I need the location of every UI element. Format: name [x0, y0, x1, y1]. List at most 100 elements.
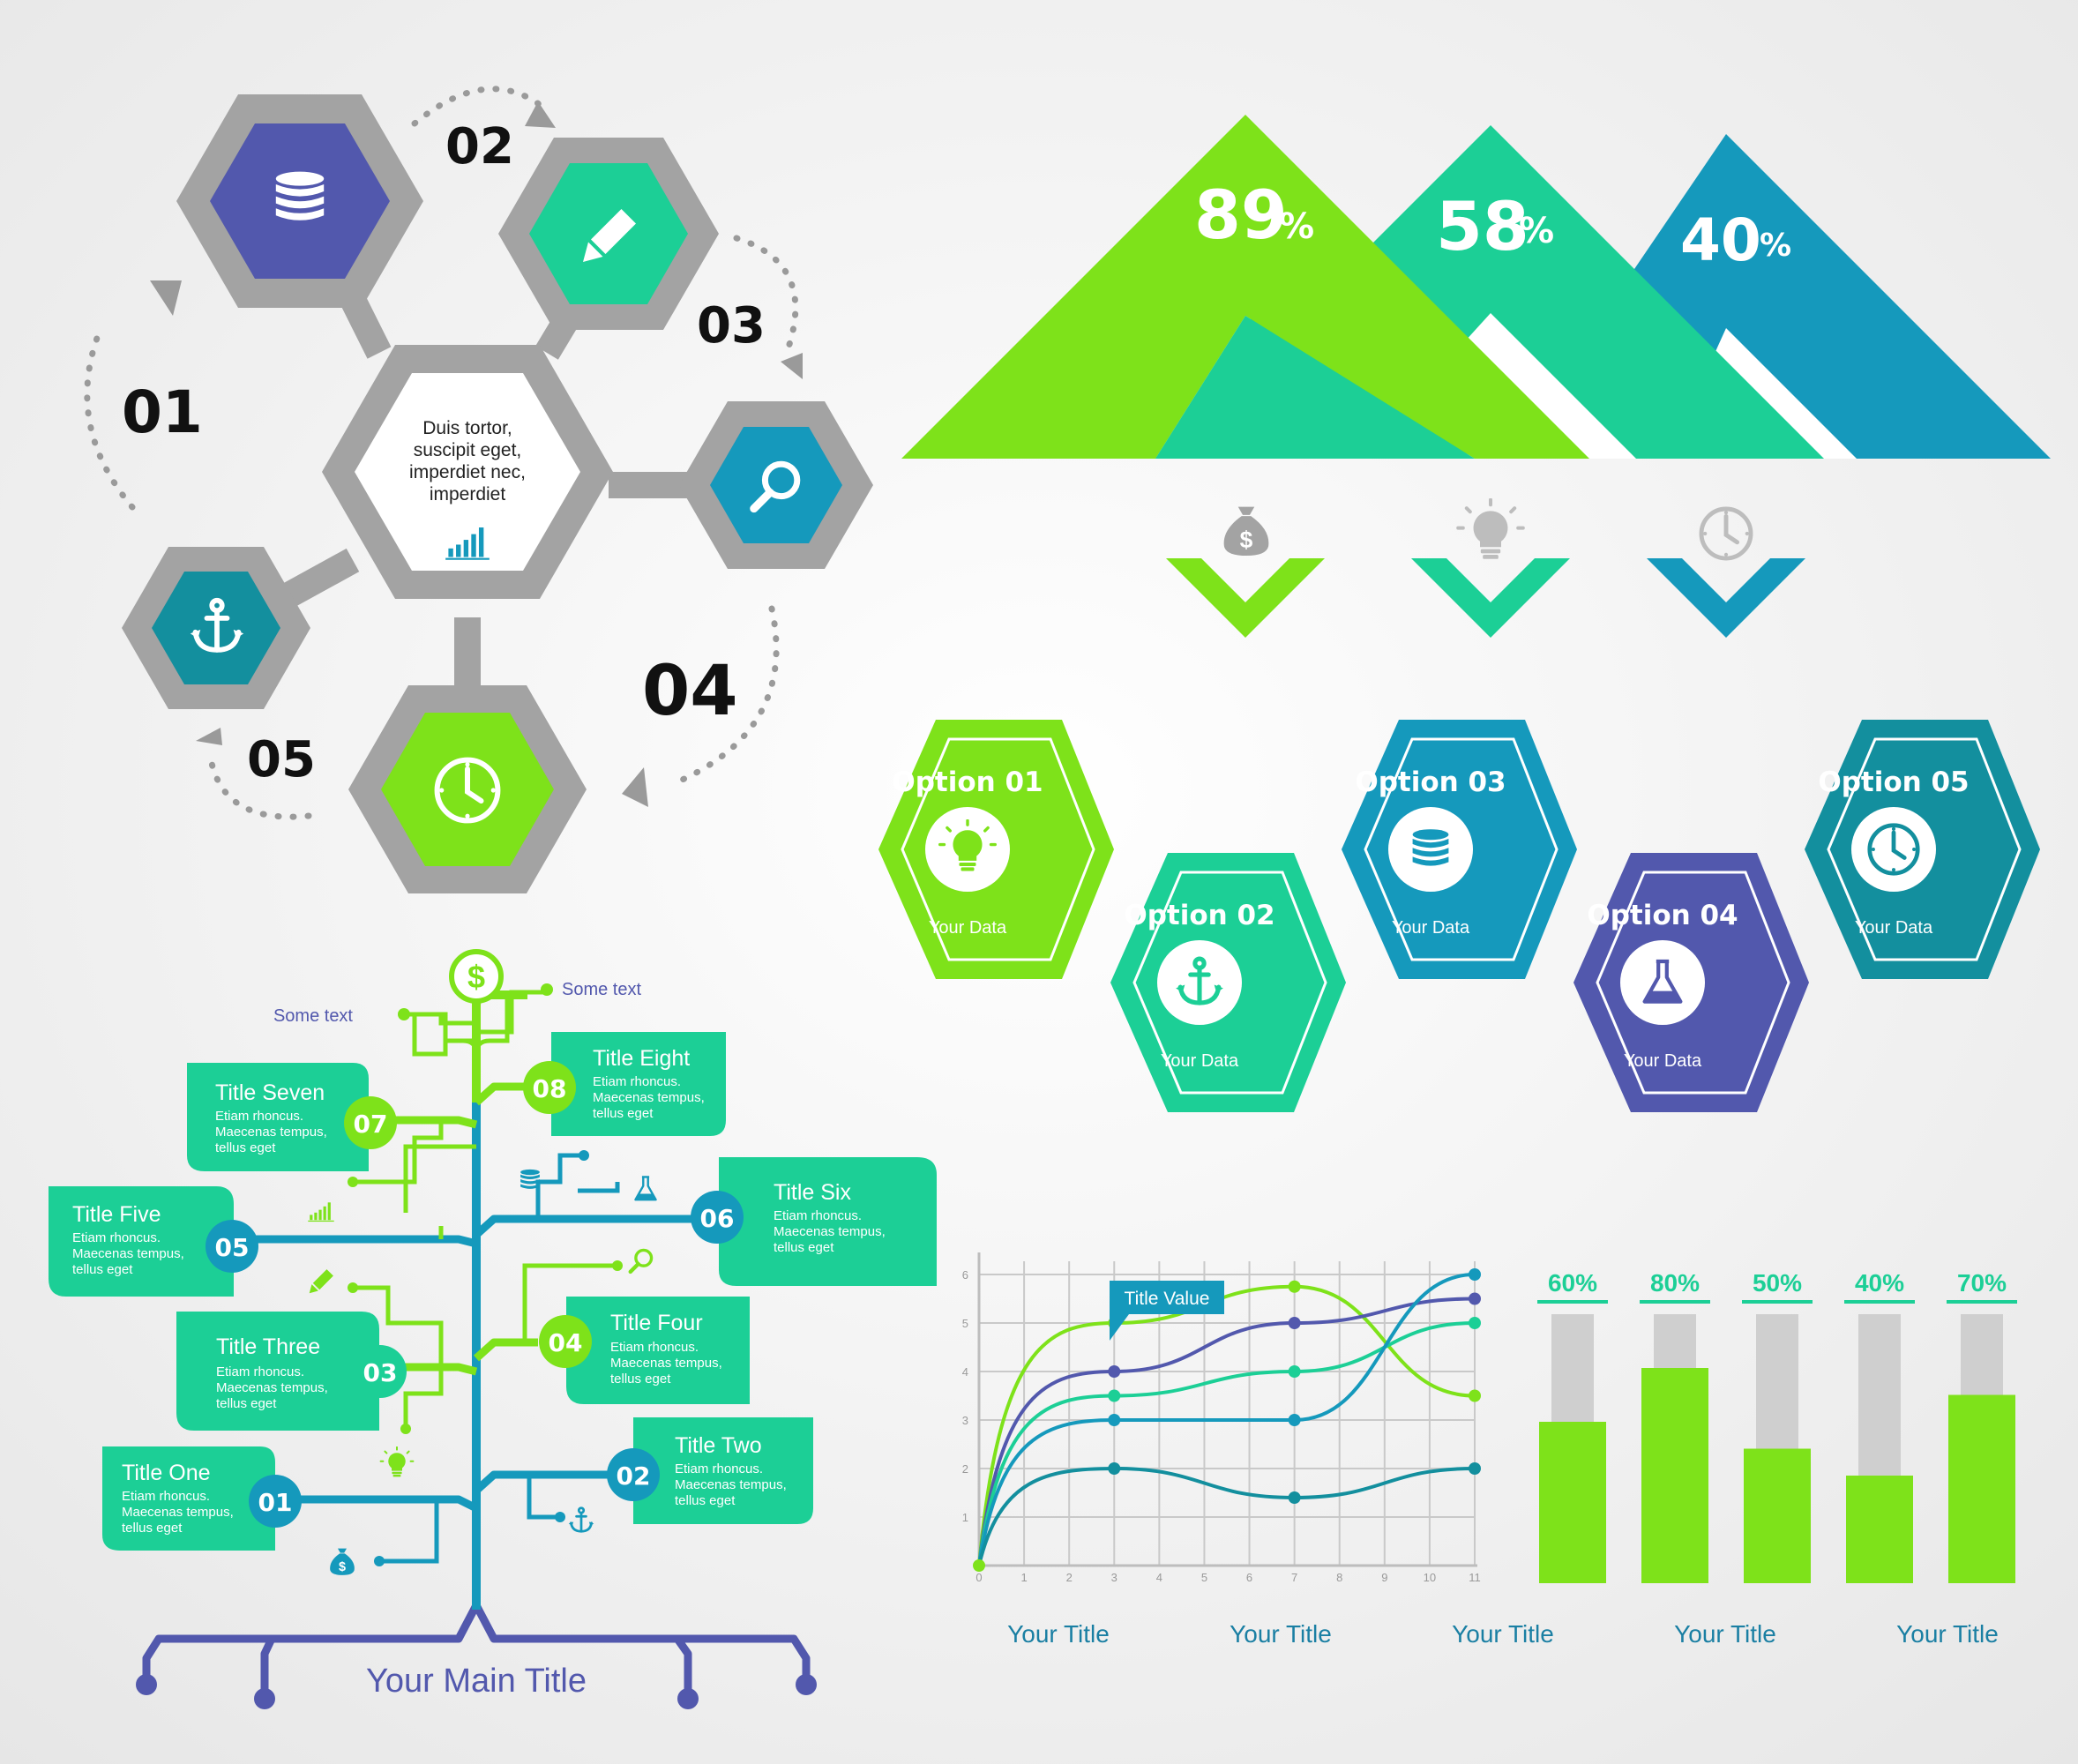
data-point [1108, 1365, 1121, 1378]
bar-label-underline [1640, 1300, 1710, 1304]
hex-step-02 [498, 138, 719, 330]
tree-item-08-body-2: Maecenas tempus, [593, 1090, 705, 1105]
bar-label-underline [1742, 1300, 1813, 1304]
center-text-line-2: suscipit eget, [414, 440, 522, 460]
x-tick-label: 4 [1156, 1571, 1162, 1584]
tree-diagram: Your Main Title $ S [49, 949, 937, 1709]
x-tick-label: 2 [1066, 1571, 1073, 1584]
option-01-title: Option 01 [892, 766, 1043, 798]
tree-item-02-title: Title Two [675, 1433, 762, 1458]
tree-item-02-body-1: Etiam rhoncus. [675, 1461, 763, 1476]
tree-item-04-body-2: Maecenas tempus, [610, 1356, 722, 1371]
tree-item-02-body-2: Maecenas tempus, [675, 1477, 787, 1492]
x-tick-label: 10 [1424, 1571, 1436, 1584]
line-chart-series [977, 1273, 1476, 1566]
center-text-line-1: Duis tortor, [422, 418, 512, 438]
step-number-05: 05 [247, 731, 316, 789]
bar-value-label: 70% [1957, 1269, 2007, 1297]
center-text-line-4: imperdiet [430, 484, 506, 505]
option-04: Option 04 Your Data [1573, 853, 1809, 1112]
tree-item-01-number: 01 [258, 1488, 293, 1517]
title-value-callout: Title Value [1110, 1281, 1224, 1341]
tree-item-07-body-2: Maecenas tempus, [215, 1125, 327, 1140]
bottom-titles: Your Title Your Title Your Title Your Ti… [1007, 1620, 1999, 1648]
chevron-89 [1166, 506, 1325, 638]
tree-item-06: Title Six Etiam rhoncus. Maecenas tempus… [691, 1157, 937, 1286]
mountain-unit-89: % [1279, 206, 1314, 247]
bar-chart: 60%80%50%40%70% [1537, 1269, 2017, 1583]
y-tick-label: 1 [962, 1511, 968, 1524]
tree-item-02: Title Two Etiam rhoncus. Maecenas tempus… [607, 1417, 813, 1524]
tree-item-05-number: 05 [215, 1233, 250, 1262]
tree-item-05-title: Title Five [72, 1202, 161, 1227]
hex-step-05 [122, 547, 310, 709]
data-point [1288, 1280, 1301, 1293]
mountain-percent-89: 89 [1194, 176, 1288, 254]
tree-item-02-number: 02 [617, 1461, 651, 1491]
y-tick-label: 3 [962, 1414, 968, 1427]
series-line-5 [977, 1466, 1476, 1566]
hex-step-01 [176, 94, 423, 308]
option-03-label: Your Data [1392, 918, 1470, 938]
x-tick-label: 7 [1291, 1571, 1297, 1584]
tree-item-03-title: Title Three [216, 1334, 320, 1359]
mountain-89 [901, 115, 1589, 459]
tree-item-01-body-3: tellus eget [122, 1521, 183, 1536]
x-tick-label: 8 [1336, 1571, 1342, 1584]
option-03: Option 03 Your Data [1342, 720, 1577, 979]
bar-label-underline [1537, 1300, 1608, 1304]
option-03-title: Option 03 [1355, 766, 1506, 798]
bar-value-label: 60% [1548, 1269, 1597, 1297]
tree-item-08: Title Eight Etiam rhoncus. Maecenas temp… [523, 1032, 726, 1136]
bottom-title-3: Your Title [1452, 1620, 1554, 1648]
hex-step-03 [679, 401, 873, 569]
option-04-title: Option 04 [1587, 900, 1738, 931]
tree-item-04-body-1: Etiam rhoncus. [610, 1340, 699, 1355]
data-point [1469, 1317, 1481, 1329]
data-point [1469, 1268, 1481, 1281]
tree-item-07-number: 07 [354, 1110, 388, 1139]
bar-label-underline [1844, 1300, 1915, 1304]
bar-label-underline [1947, 1300, 2017, 1304]
option-02-label: Your Data [1161, 1051, 1239, 1071]
series-line-4 [977, 1273, 1476, 1566]
mountain-percent-40: 40 [1680, 206, 1761, 274]
bar-value-label: 50% [1753, 1269, 1802, 1297]
data-point [1108, 1462, 1121, 1475]
x-tick-label: 1 [1020, 1571, 1027, 1584]
y-tick-label: 6 [962, 1268, 968, 1282]
tree-item-01-title: Title One [122, 1461, 211, 1485]
tree-item-05-body-2: Maecenas tempus, [72, 1246, 184, 1261]
y-tick-label: 4 [962, 1365, 968, 1379]
tree-item-08-number: 08 [533, 1074, 567, 1103]
tree-item-07-body-1: Etiam rhoncus. [215, 1109, 303, 1124]
some-text-right: Some text [562, 980, 641, 999]
data-point [1469, 1389, 1481, 1402]
data-point [1469, 1292, 1481, 1305]
x-tick-label: 5 [1201, 1571, 1207, 1584]
option-05: Option 05 Your Data [1805, 720, 2040, 979]
x-tick-label: 3 [1111, 1571, 1117, 1584]
option-05-title: Option 05 [1818, 766, 1969, 798]
tree-item-01-body-2: Maecenas tempus, [122, 1505, 234, 1520]
center-hexagon: Duis tortor, suscipit eget, imperdiet ne… [322, 345, 613, 599]
tree-item-06-number: 06 [700, 1204, 735, 1233]
series-line-2 [977, 1297, 1476, 1566]
data-point [1469, 1462, 1481, 1475]
tree-item-01: Title One Etiam rhoncus. Maecenas tempus… [102, 1446, 302, 1551]
tree-item-01-body-1: Etiam rhoncus. [122, 1489, 210, 1504]
dollar-icon: $ [467, 959, 485, 995]
bar [1846, 1476, 1913, 1583]
tree-item-08-title: Title Eight [593, 1046, 690, 1071]
option-05-label: Your Data [1855, 918, 1933, 938]
data-point [1288, 1365, 1301, 1378]
step-number-02: 02 [445, 118, 514, 176]
data-point [1108, 1389, 1121, 1402]
tree-item-06-body-2: Maecenas tempus, [774, 1224, 886, 1239]
bottom-title-4: Your Title [1674, 1620, 1776, 1648]
option-01-label: Your Data [929, 918, 1007, 938]
step-number-01: 01 [122, 378, 203, 446]
hex-step-04 [348, 685, 587, 893]
